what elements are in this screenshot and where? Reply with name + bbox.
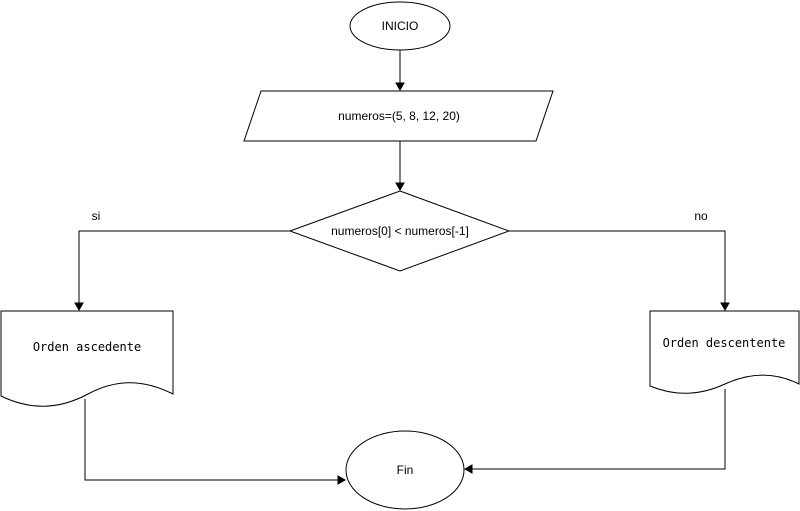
- output-yes-label: Orden ascedente: [33, 340, 141, 354]
- arrowhead-icon: [74, 302, 84, 312]
- edge-decision-yes: [74, 230, 290, 312]
- edge-input-to-decision: [395, 141, 405, 192]
- edge-start-to-input: [395, 50, 405, 92]
- branch-no-label: no: [694, 209, 708, 223]
- arrowhead-icon: [337, 475, 347, 485]
- start-label: INICIO: [382, 19, 419, 33]
- arrowhead-icon: [463, 464, 473, 474]
- output-no-label: Orden descentente: [663, 336, 786, 350]
- end-label: Fin: [397, 463, 414, 477]
- start-node[interactable]: INICIO: [349, 1, 451, 51]
- output-no-node[interactable]: Orden descentente: [649, 310, 800, 394]
- decision-label: numeros[0] < numeros[-1]: [331, 224, 469, 238]
- input-label: numeros=(5, 8, 12, 20): [338, 109, 460, 123]
- branch-yes-label: si: [92, 209, 101, 223]
- decision-node[interactable]: numeros[0] < numeros[-1]: [288, 190, 511, 272]
- edge-yes-to-end: [84, 399, 347, 485]
- arrowhead-icon: [720, 302, 730, 312]
- arrowhead-icon: [395, 182, 405, 192]
- input-node[interactable]: numeros=(5, 8, 12, 20): [243, 90, 554, 142]
- edge-no-to-end: [463, 389, 726, 474]
- arrowhead-icon: [395, 82, 405, 92]
- end-node[interactable]: Fin: [345, 430, 465, 510]
- output-yes-node[interactable]: Orden ascedente: [0, 310, 174, 407]
- edge-decision-no: [509, 230, 730, 312]
